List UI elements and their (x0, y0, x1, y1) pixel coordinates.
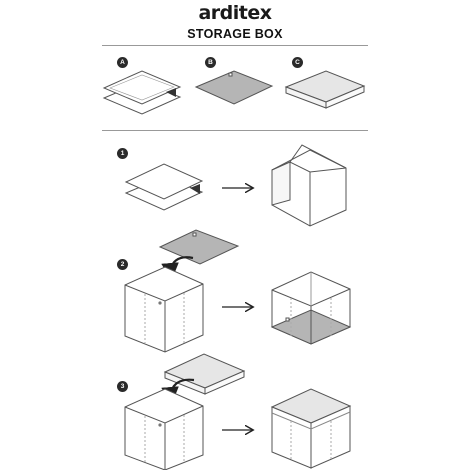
place-lid-icon (270, 388, 352, 469)
part-c-badge: C (292, 57, 303, 68)
step-3-lid-panel (163, 353, 246, 395)
insert-base-icon (270, 271, 352, 345)
part-a-badge: A (117, 57, 128, 68)
unfold-box-icon (271, 144, 347, 227)
divider-bottom (102, 130, 368, 131)
lid-panel-icon (284, 70, 366, 109)
part-b-badge: B (205, 57, 216, 68)
page-title: STORAGE BOX (187, 27, 283, 41)
step-2-base-panel (158, 229, 240, 265)
brand-logo: arditex (198, 2, 272, 24)
step-3-badge: 3 (117, 381, 128, 392)
step-2-badge: 2 (117, 259, 128, 270)
step-3-open-box (124, 388, 204, 470)
divider-top (102, 45, 368, 46)
step-1-badge: 1 (117, 148, 128, 159)
grey-base-panel-icon (194, 70, 274, 105)
step-2-open-box (124, 266, 204, 353)
cardboard-sheets-icon (102, 70, 182, 115)
step-1-sheets-icon (124, 163, 204, 211)
